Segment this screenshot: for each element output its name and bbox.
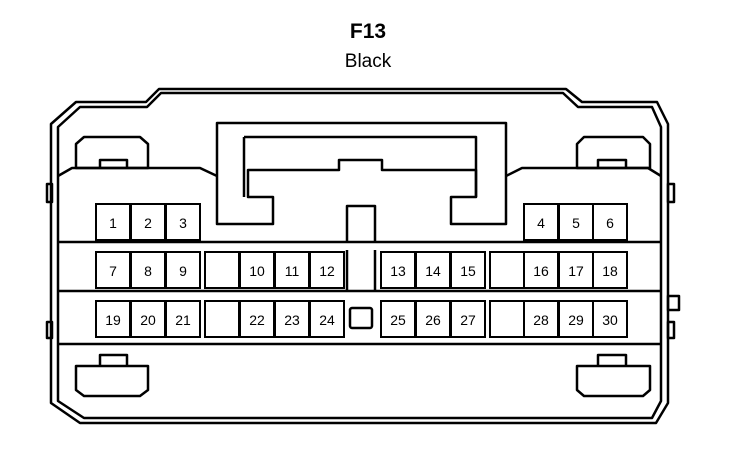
pin-label-28: 28 bbox=[533, 312, 549, 328]
pin-label-11: 11 bbox=[285, 263, 300, 279]
pin-cell-24 bbox=[309, 300, 345, 338]
pin-cell-empty bbox=[204, 300, 240, 338]
center-key bbox=[345, 204, 377, 242]
housing-inner-frame bbox=[56, 91, 663, 420]
pin-cell-27 bbox=[450, 300, 486, 338]
housing-outline bbox=[49, 87, 670, 425]
pin-label-15: 15 bbox=[460, 263, 476, 279]
pin-cell-empty bbox=[489, 300, 525, 338]
pin-cell-empty bbox=[204, 251, 240, 289]
pin-label-26: 26 bbox=[425, 312, 441, 328]
pin-label-9: 9 bbox=[179, 263, 187, 279]
pin-cell-21 bbox=[165, 300, 201, 338]
pin-label-21: 21 bbox=[175, 312, 191, 328]
center-key-hole bbox=[348, 306, 374, 330]
pin-label-30: 30 bbox=[602, 312, 618, 328]
pin-label-3: 3 bbox=[179, 215, 187, 231]
top-latch bbox=[215, 121, 508, 226]
pin-label-23: 23 bbox=[284, 312, 300, 328]
pin-cell-18 bbox=[592, 251, 628, 289]
pin-label-5: 5 bbox=[572, 215, 580, 231]
top-right-clip bbox=[575, 135, 652, 170]
pin-label-25: 25 bbox=[390, 312, 406, 328]
pin-label-4: 4 bbox=[537, 215, 545, 231]
pin-label-19: 19 bbox=[105, 312, 121, 328]
pin-label-18: 18 bbox=[602, 263, 618, 279]
pin-label-2: 2 bbox=[144, 215, 152, 231]
pin-label-10: 10 bbox=[249, 263, 265, 279]
pin-cell-12 bbox=[309, 251, 345, 289]
pin-cell-30 bbox=[592, 300, 628, 338]
top-left-clip bbox=[74, 135, 150, 170]
pin-label-24: 24 bbox=[319, 312, 335, 328]
pin-cell-6 bbox=[592, 203, 628, 241]
pin-label-17: 17 bbox=[568, 263, 584, 279]
pin-cell-3 bbox=[165, 203, 201, 241]
pin-label-22: 22 bbox=[249, 312, 265, 328]
bottom-left-clip bbox=[74, 364, 150, 398]
bottom-right-clip bbox=[575, 364, 652, 398]
pin-label-14: 14 bbox=[425, 263, 441, 279]
pin-cell-9 bbox=[165, 251, 201, 289]
pin-label-6: 6 bbox=[606, 215, 614, 231]
pin-label-12: 12 bbox=[319, 263, 335, 279]
pin-label-8: 8 bbox=[144, 263, 152, 279]
connector-id: F13 bbox=[349, 20, 387, 43]
pin-label-27: 27 bbox=[460, 312, 476, 328]
pin-cell-15 bbox=[450, 251, 486, 289]
pin-label-20: 20 bbox=[140, 312, 156, 328]
pin-label-16: 16 bbox=[533, 263, 549, 279]
connector-color: Black bbox=[344, 51, 392, 72]
pin-label-1: 1 bbox=[109, 215, 117, 231]
pin-label-7: 7 bbox=[109, 263, 117, 279]
pin-cell-empty bbox=[489, 251, 525, 289]
pin-label-13: 13 bbox=[390, 263, 406, 279]
pin-label-29: 29 bbox=[568, 312, 584, 328]
